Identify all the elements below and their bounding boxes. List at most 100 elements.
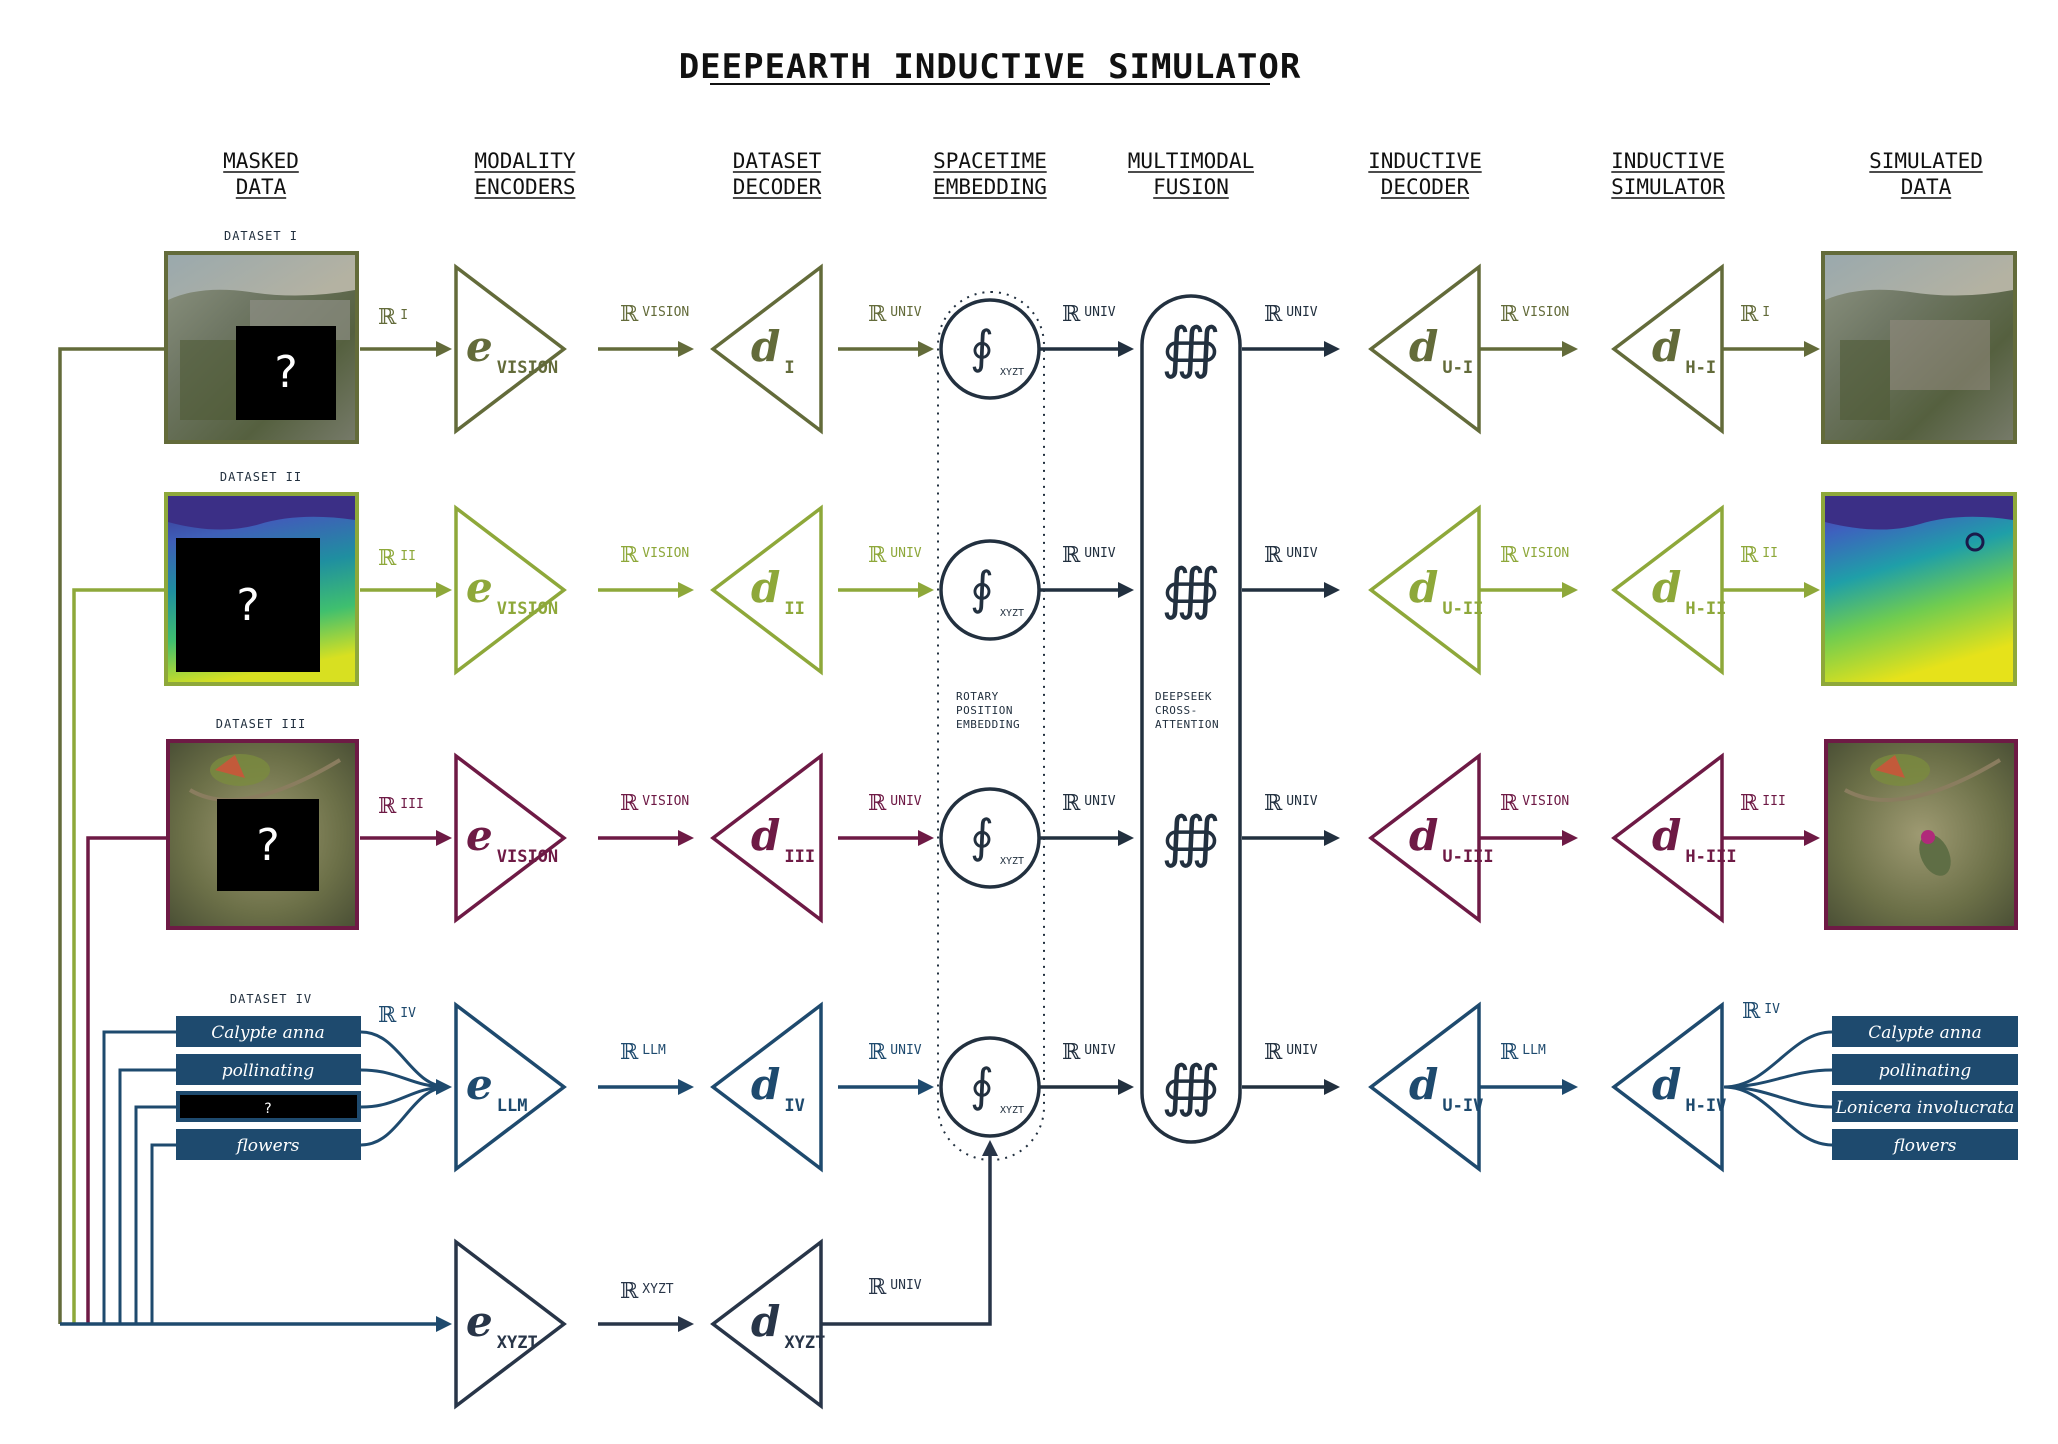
inductive-arrow <box>1480 341 1578 357</box>
svg-text:INDUCTIVE: INDUCTIVE <box>1368 149 1482 173</box>
token-xyzt-wire <box>118 1068 176 1324</box>
svg-text:SPACETIME: SPACETIME <box>933 149 1047 173</box>
svg-text:flowers: flowers <box>1891 1136 1956 1156</box>
svg-text:Calypte anna: Calypte anna <box>211 1023 325 1043</box>
svg-text:Calypte anna: Calypte anna <box>1868 1023 1982 1043</box>
svg-text:?: ? <box>236 580 259 631</box>
svg-text:∮: ∮ <box>970 1058 994 1112</box>
svg-text:EMBEDDING: EMBEDDING <box>933 175 1047 199</box>
diagram-title: DEEPEARTH INDUCTIVE SIMULATOR <box>679 47 1302 87</box>
fusion-arrow <box>1242 830 1340 846</box>
input-arrow <box>360 582 452 598</box>
svg-text:DEEPEARTH INDUCTIVE SIMULATOR: DEEPEARTH INDUCTIVE SIMULATOR <box>679 47 1302 87</box>
masked-image-dataset-ii: ? <box>164 492 359 686</box>
svg-text:dH-II: dH-II <box>1652 563 1726 619</box>
svg-text:INDUCTIVE: INDUCTIVE <box>1611 149 1725 173</box>
embedding-arrow <box>1040 341 1134 357</box>
svg-text:XYZT: XYZT <box>1000 608 1024 619</box>
inductive-arrow <box>1480 830 1578 846</box>
svg-text:∮: ∮ <box>970 809 994 863</box>
dataset-xyzt-wire <box>72 588 166 1324</box>
svg-text:flowers: flowers <box>234 1136 299 1156</box>
embedding-arrow <box>1040 830 1134 846</box>
xyzt-input-arrow <box>60 1316 452 1332</box>
dataset-label: DATASET I <box>224 229 298 243</box>
deepseek-cross-attention-note: DEEPSEEK CROSS- ATTENTION <box>1155 690 1219 731</box>
svg-text:∮: ∮ <box>970 320 994 374</box>
decoder-arrow <box>838 582 934 598</box>
svg-text:MULTIMODAL: MULTIMODAL <box>1128 149 1254 173</box>
svg-text:MODALITY: MODALITY <box>474 149 576 173</box>
svg-text:pollinating: pollinating <box>1879 1061 1972 1081</box>
encoder-arrow <box>598 830 694 846</box>
encoder-arrow <box>598 582 694 598</box>
svg-text:ENCODERS: ENCODERS <box>474 175 575 199</box>
svg-text:DATASET: DATASET <box>733 149 822 173</box>
dataset-xyzt-wire <box>86 836 168 1324</box>
simulated-image-dataset-i <box>1821 251 2017 444</box>
svg-text:DATA: DATA <box>236 175 287 199</box>
inductive-arrow <box>1480 582 1578 598</box>
spacetime-embedding-node: ∮XYZT <box>939 1036 1041 1138</box>
masked-image-dataset-iii: ? <box>166 739 359 930</box>
decoder-arrow <box>838 1079 934 1095</box>
svg-text:dH-III: dH-III <box>1652 811 1737 867</box>
svg-text:XYZT: XYZT <box>1000 856 1024 867</box>
svg-text:dU-I: dU-I <box>1409 322 1473 378</box>
fusion-node: ∰ <box>1161 557 1220 622</box>
dataset-xyzt-wire <box>58 347 166 1324</box>
output-arrow <box>1722 341 1820 357</box>
svg-text:dII: dII <box>751 563 805 619</box>
fusion-node: ∰ <box>1161 1054 1220 1119</box>
svg-text:DECODER: DECODER <box>1381 175 1470 199</box>
output-arrow <box>1722 830 1820 846</box>
inductive-arrow <box>1480 1079 1578 1095</box>
svg-text:?: ? <box>274 347 297 398</box>
svg-text:∮: ∮ <box>970 561 994 615</box>
svg-text:EMBEDDING: EMBEDDING <box>956 718 1020 731</box>
encoder-arrow <box>598 341 694 357</box>
